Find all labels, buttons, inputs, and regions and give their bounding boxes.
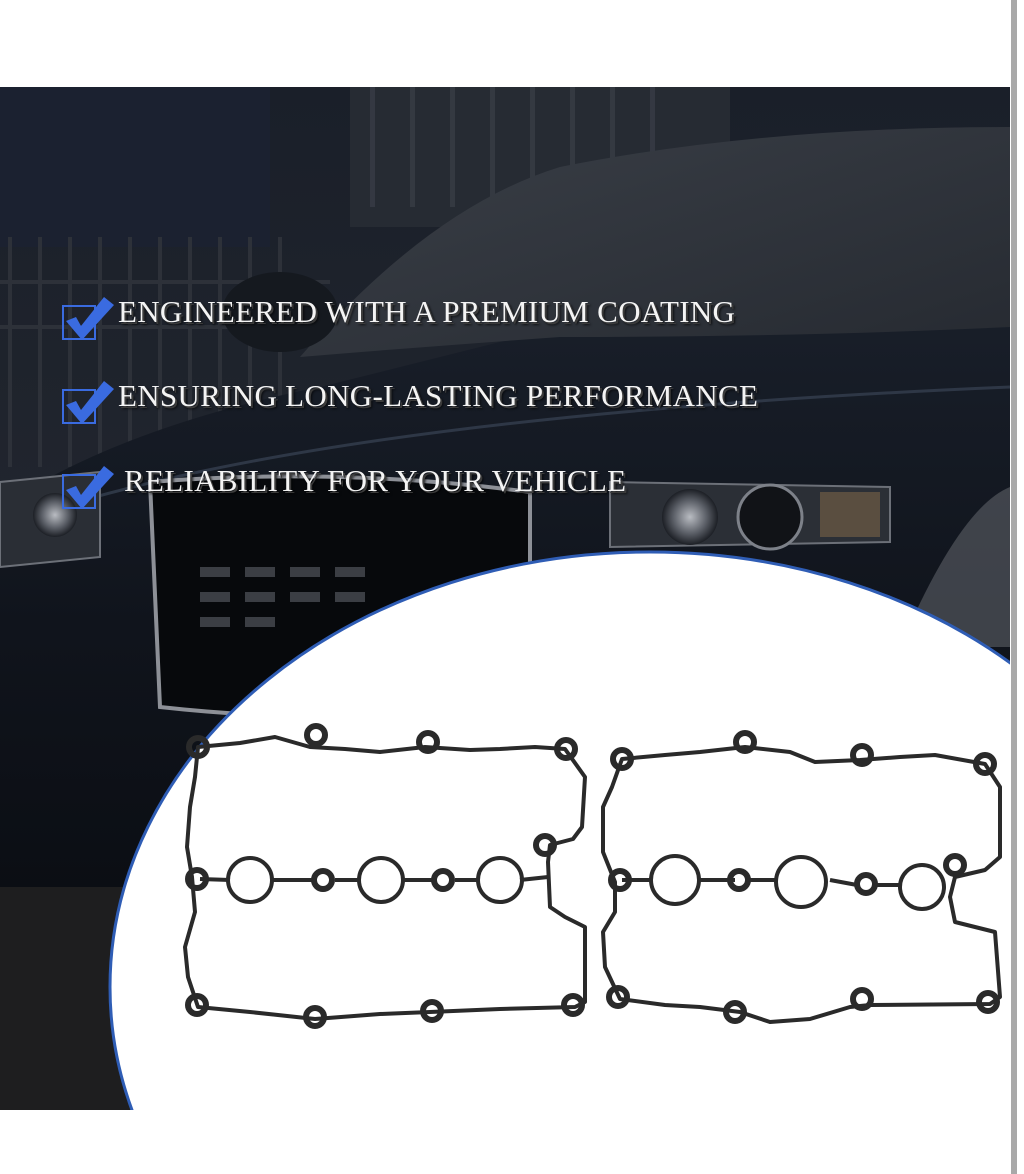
feature-text: ENGINEERED WITH A PREMIUM COATING <box>118 294 736 329</box>
feature-text: ENSURING LONG-LASTING PERFORMANCE <box>118 378 759 413</box>
feature-item: RELIABILITY FOR YOUR VEHICLE <box>58 456 627 509</box>
feature-text: RELIABILITY FOR YOUR VEHICLE <box>124 463 627 498</box>
vertical-scrollbar[interactable] <box>1010 0 1024 1174</box>
checkbox-checked-icon <box>58 377 114 424</box>
checkbox-checked-icon <box>58 462 114 509</box>
gasket-right <box>601 730 1002 1024</box>
car-background-illustration <box>0 87 1010 1110</box>
feature-item: ENGINEERED WITH A PREMIUM COATING <box>58 287 736 340</box>
scrollbar-thumb[interactable] <box>1011 0 1017 1174</box>
checkbox-checked-icon <box>58 293 114 340</box>
product-banner: ENGINEERED WITH A PREMIUM COATING ENSURI… <box>0 87 1010 1110</box>
feature-item: ENSURING LONG-LASTING PERFORMANCE <box>58 371 759 424</box>
gasket-left <box>183 723 587 1029</box>
